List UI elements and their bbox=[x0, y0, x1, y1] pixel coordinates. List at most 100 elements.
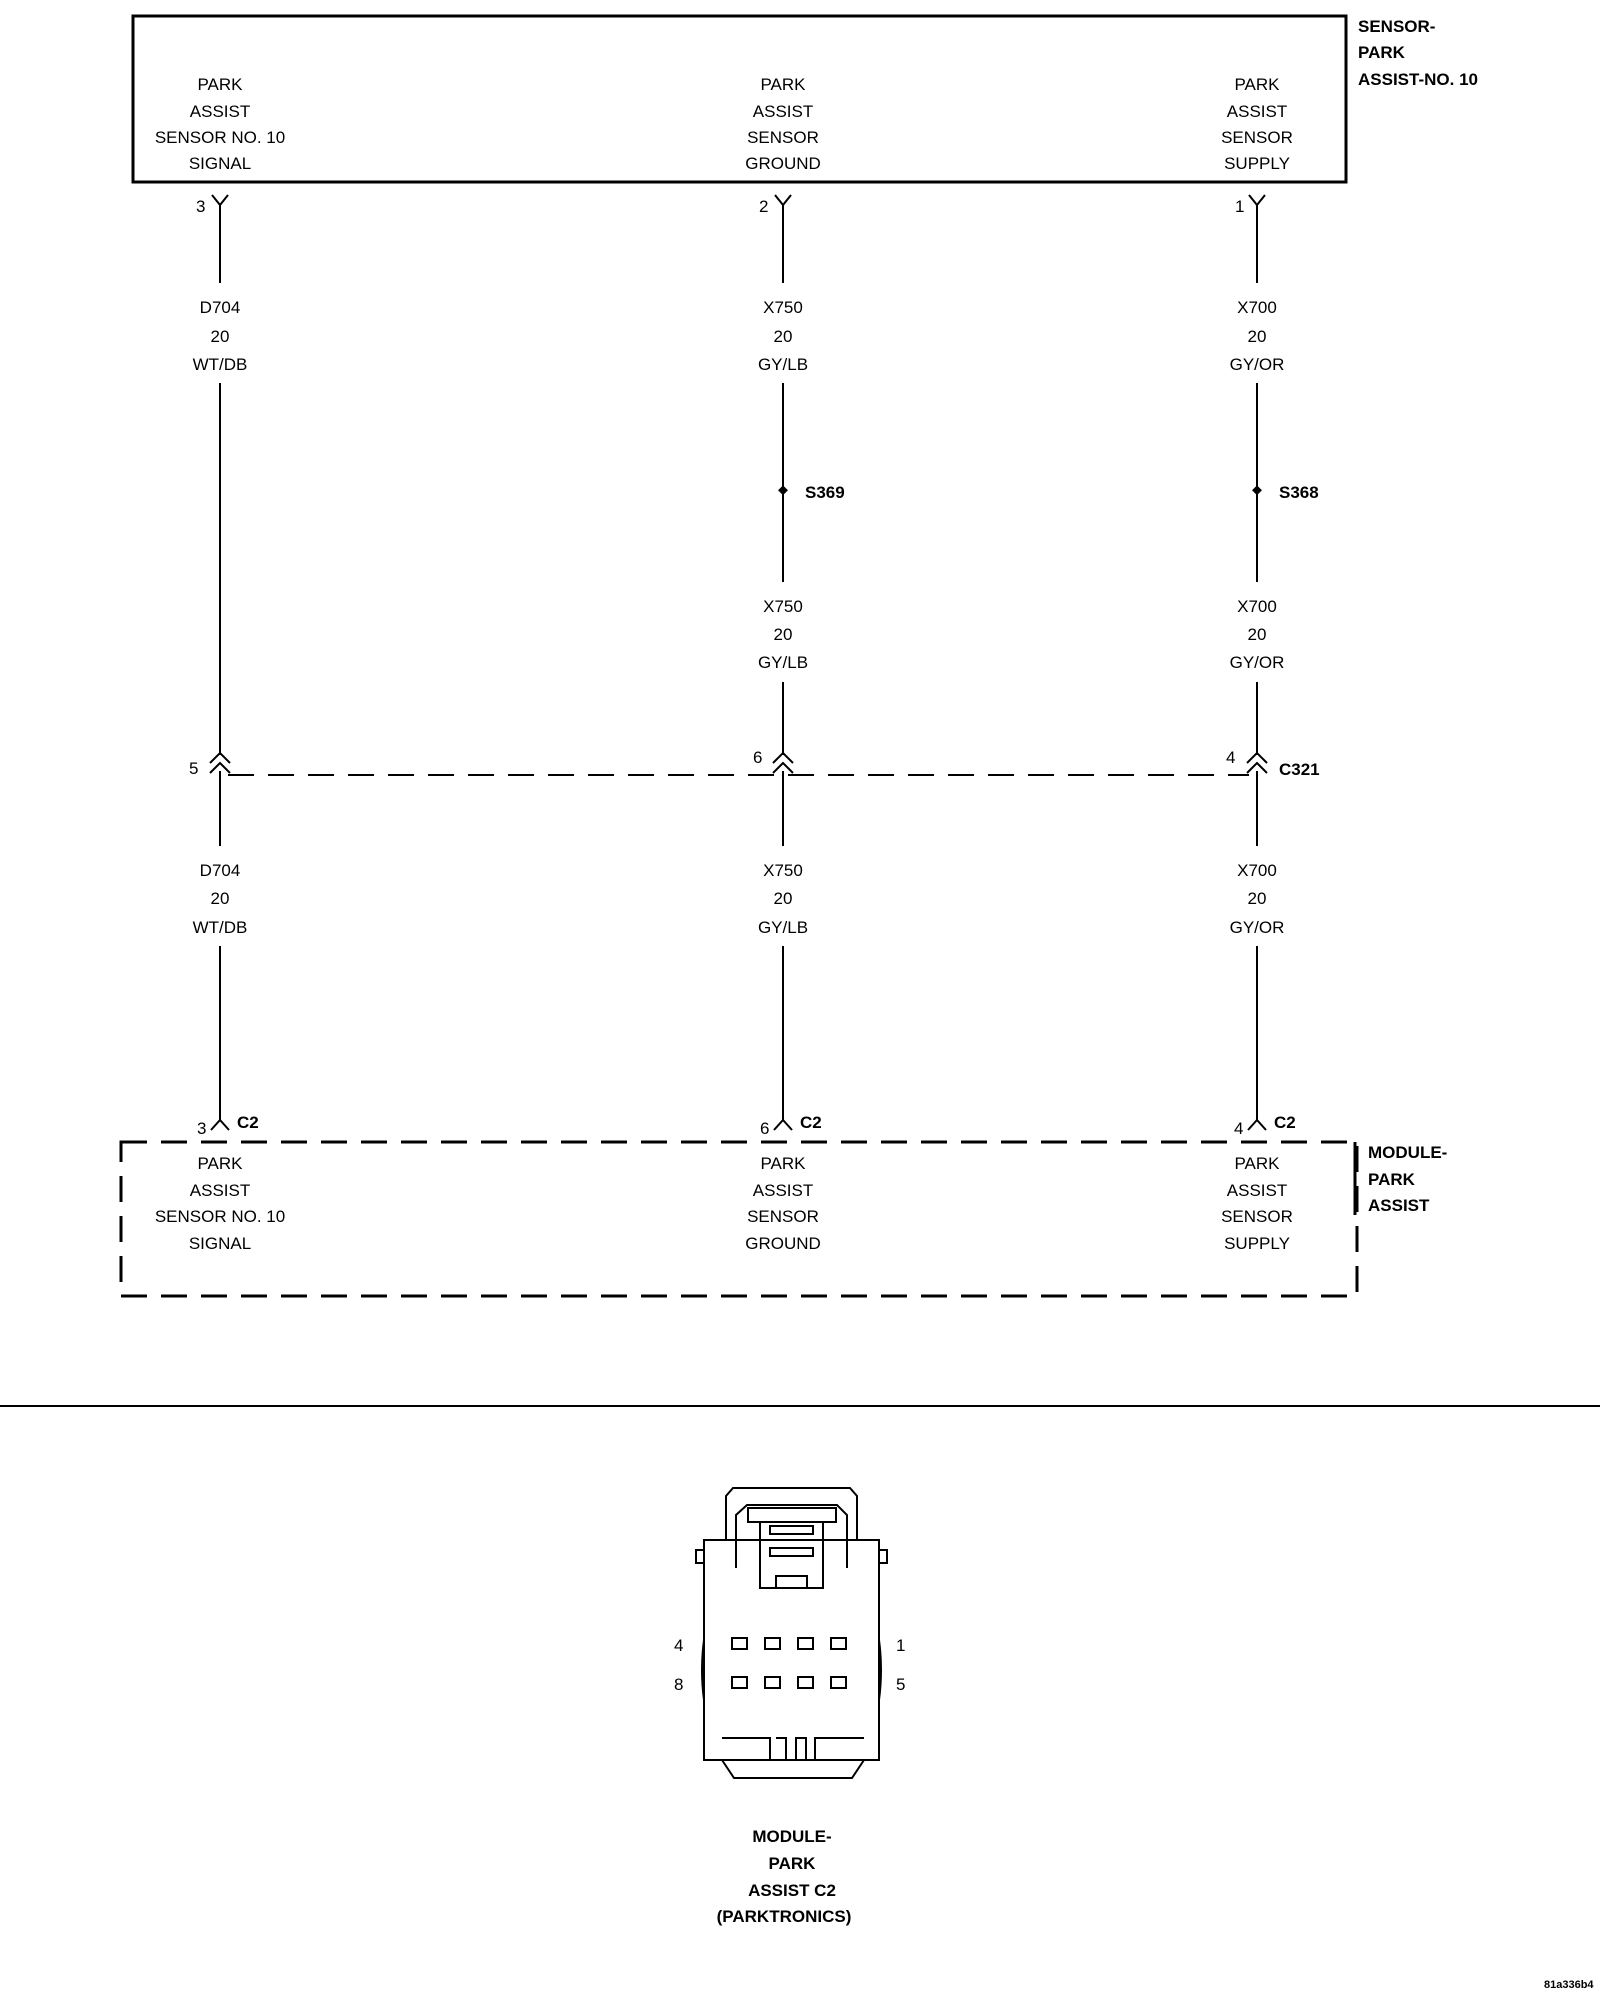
svg-text:PARK: PARK bbox=[769, 1854, 817, 1873]
svg-text:20: 20 bbox=[774, 625, 793, 644]
module-terminal-symbol bbox=[1247, 1118, 1267, 1131]
svg-text:GROUND: GROUND bbox=[745, 154, 821, 173]
svg-text:SENSOR NO. 10: SENSOR NO. 10 bbox=[155, 1207, 285, 1226]
sensor-pin-number: 3 bbox=[196, 197, 205, 216]
circuit-label-mid-x750: X750 20 GY/LB bbox=[758, 597, 808, 672]
svg-text:ASSIST: ASSIST bbox=[1227, 102, 1287, 121]
svg-text:X750: X750 bbox=[763, 597, 803, 616]
connector-pin-number: 6 bbox=[753, 748, 762, 767]
svg-text:GY/LB: GY/LB bbox=[758, 918, 808, 937]
sensor-pin-signal-label: PARK ASSIST SENSOR NO. 10 SIGNAL bbox=[155, 75, 285, 173]
module-title-line-2: PARK bbox=[1368, 1170, 1416, 1189]
svg-text:X700: X700 bbox=[1237, 861, 1277, 880]
connector-cavity bbox=[797, 1676, 814, 1689]
svg-text:PARK: PARK bbox=[760, 1154, 806, 1173]
sensor-pin-number: 2 bbox=[759, 197, 768, 216]
svg-text:D704: D704 bbox=[200, 861, 241, 880]
module-pin-number: 4 bbox=[1234, 1119, 1243, 1138]
sensor-terminal-symbol bbox=[774, 194, 792, 207]
svg-text:PARK: PARK bbox=[1234, 75, 1280, 94]
connector-terminal-symbol bbox=[209, 751, 231, 774]
module-pin-number: 6 bbox=[760, 1119, 769, 1138]
svg-text:20: 20 bbox=[1248, 327, 1267, 346]
module-pin-signal-label: PARK ASSIST SENSOR NO. 10 SIGNAL bbox=[155, 1154, 285, 1253]
circuit-label-upper-d704: D704 20 WT/DB bbox=[193, 298, 248, 374]
connector-face-pin-label: 8 bbox=[674, 1675, 683, 1694]
svg-text:S369: S369 bbox=[805, 483, 845, 502]
connector-cavity bbox=[764, 1676, 781, 1689]
module-connector-label: C2 bbox=[800, 1113, 822, 1132]
svg-text:SIGNAL: SIGNAL bbox=[189, 154, 251, 173]
svg-text:20: 20 bbox=[211, 327, 230, 346]
module-title-line-1: MODULE- bbox=[1368, 1143, 1447, 1162]
connector-face-pin-label: 5 bbox=[896, 1675, 905, 1694]
inline-connector-c321: 5 6 4 C321 bbox=[189, 748, 1320, 779]
splice-s369: S369 bbox=[778, 483, 845, 502]
svg-text:GY/OR: GY/OR bbox=[1230, 653, 1285, 672]
svg-text:SENSOR: SENSOR bbox=[747, 1207, 819, 1226]
sensor-pin-supply-label: PARK ASSIST SENSOR SUPPLY bbox=[1221, 75, 1293, 173]
sensor-box bbox=[131, 14, 1348, 184]
svg-text:ASSIST: ASSIST bbox=[753, 102, 813, 121]
circuit-label-lower-x750: X750 20 GY/LB bbox=[758, 861, 808, 937]
svg-text:SUPPLY: SUPPLY bbox=[1224, 154, 1290, 173]
connector-cavity bbox=[764, 1637, 781, 1650]
connector-pin-number: 5 bbox=[189, 759, 198, 778]
circuit-label-upper-x750: X750 20 GY/LB bbox=[758, 298, 808, 374]
splice-s368: S368 bbox=[1252, 483, 1319, 502]
circuit-label-lower-d704: D704 20 WT/DB bbox=[193, 861, 248, 937]
module-box bbox=[119, 1140, 1359, 1298]
module-pin-ground-label: PARK ASSIST SENSOR GROUND bbox=[745, 1154, 821, 1253]
connector-cavity bbox=[731, 1676, 748, 1689]
connector-face-pin-label: 1 bbox=[896, 1636, 905, 1655]
svg-text:X750: X750 bbox=[763, 861, 803, 880]
connector-bottom-latch bbox=[721, 1759, 865, 1779]
connector-terminal-symbol bbox=[1246, 751, 1268, 774]
svg-text:SENSOR NO. 10: SENSOR NO. 10 bbox=[155, 128, 285, 147]
module-pin-number: 3 bbox=[197, 1119, 206, 1138]
svg-text:SIGNAL: SIGNAL bbox=[189, 1234, 251, 1253]
connector-pin-number: 4 bbox=[1226, 748, 1235, 767]
connector-face-pin-label: 4 bbox=[674, 1636, 683, 1655]
connector-caption: MODULE- PARK ASSIST C2 (PARKTRONICS) bbox=[717, 1827, 852, 1926]
module-title-line-3: ASSIST bbox=[1368, 1196, 1430, 1215]
module-pin-supply-label: PARK ASSIST SENSOR SUPPLY bbox=[1221, 1154, 1293, 1253]
connector-latch bbox=[725, 1487, 858, 1540]
svg-text:20: 20 bbox=[211, 889, 230, 908]
svg-text:(PARKTRONICS): (PARKTRONICS) bbox=[717, 1907, 852, 1926]
svg-text:WT/DB: WT/DB bbox=[193, 918, 248, 937]
svg-text:MODULE-: MODULE- bbox=[752, 1827, 831, 1846]
svg-text:PARK: PARK bbox=[197, 1154, 243, 1173]
svg-text:ASSIST: ASSIST bbox=[753, 1181, 813, 1200]
svg-text:ASSIST: ASSIST bbox=[1227, 1181, 1287, 1200]
svg-text:X700: X700 bbox=[1237, 298, 1277, 317]
svg-text:20: 20 bbox=[1248, 625, 1267, 644]
svg-text:ASSIST: ASSIST bbox=[190, 1181, 250, 1200]
connector-body bbox=[703, 1539, 880, 1761]
svg-text:D704: D704 bbox=[200, 298, 241, 317]
sensor-terminal-symbol bbox=[1248, 194, 1266, 207]
svg-text:20: 20 bbox=[774, 327, 793, 346]
sensor-title-line-2: PARK bbox=[1358, 43, 1406, 62]
module-connector-label: C2 bbox=[1274, 1113, 1296, 1132]
sensor-pin-ground-label: PARK ASSIST SENSOR GROUND bbox=[745, 75, 821, 173]
svg-text:GY/OR: GY/OR bbox=[1230, 918, 1285, 937]
connector-cavity bbox=[830, 1676, 847, 1689]
svg-text:SENSOR: SENSOR bbox=[1221, 1207, 1293, 1226]
sensor-terminal-symbol bbox=[211, 194, 229, 207]
svg-text:ASSIST C2: ASSIST C2 bbox=[748, 1881, 836, 1900]
circuit-label-upper-x700: X700 20 GY/OR bbox=[1230, 298, 1285, 374]
module-component: MODULE- PARK ASSIST 3 C2 6 C2 4 C2 PARK … bbox=[119, 1113, 1447, 1298]
splice-dot bbox=[1252, 485, 1262, 496]
module-terminal-symbol bbox=[773, 1118, 793, 1131]
wires bbox=[219, 205, 1258, 1120]
sensor-title-line-1: SENSOR- bbox=[1358, 17, 1435, 36]
sensor-component: SENSOR- PARK ASSIST-NO. 10 PARK ASSIST S… bbox=[131, 14, 1478, 216]
svg-text:GY/OR: GY/OR bbox=[1230, 355, 1285, 374]
sensor-title-line-3: ASSIST-NO. 10 bbox=[1358, 70, 1478, 89]
circuit-label-lower-x700: X700 20 GY/OR bbox=[1230, 861, 1285, 937]
svg-text:GY/LB: GY/LB bbox=[758, 653, 808, 672]
sensor-pin-number: 1 bbox=[1235, 197, 1244, 216]
connector-cavity bbox=[797, 1637, 814, 1650]
